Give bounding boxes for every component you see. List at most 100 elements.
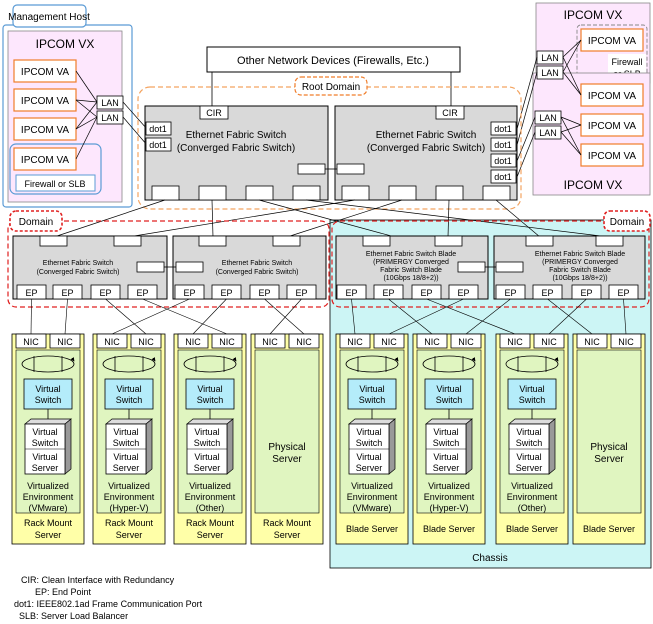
blade-server-label: Blade Server [346, 524, 398, 534]
left-va-lan-links [75, 70, 148, 160]
svg-text:IPCOM VA: IPCOM VA [21, 125, 69, 136]
virtual-server-line: Server [32, 463, 59, 473]
left-firewall-label: Firewall or SLB [24, 179, 85, 189]
ep-port: EP [373, 284, 404, 300]
virtual-server-line: Virtual [113, 427, 138, 437]
legend-dot1: dot1: IEEE802.1ad Frame Communication Po… [14, 599, 203, 609]
svg-text:IPCOM VA: IPCOM VA [588, 91, 636, 102]
ep-label: EP [220, 288, 232, 298]
blade-server-label: Blade Server [423, 524, 475, 534]
env-type-label: (VMware) [352, 503, 391, 513]
nic-label: NIC [219, 337, 235, 347]
legend-ep: EP: End Point [35, 587, 92, 597]
virtual-switch-line: Switch [359, 395, 386, 405]
ep-port: EP [448, 284, 479, 300]
nic-label: NIC [424, 337, 440, 347]
svg-text:(Converged Fabric Switch): (Converged Fabric Switch) [177, 143, 295, 154]
virtual-server-line: Server [194, 463, 221, 473]
right-va-1: IPCOM VA [580, 28, 644, 52]
core-switch-left: CIR dot1 dot1 Ethernet Fabric Switch (Co… [144, 105, 329, 201]
svg-text:LAN: LAN [541, 68, 559, 78]
rack-mount-label: Rack Mount [263, 518, 312, 528]
virtual-server-line: Switch [356, 438, 383, 448]
edge-switch-2: Ethernet Fabric Switch (Converged Fabric… [172, 235, 327, 300]
ep-nic-link [547, 298, 593, 335]
svg-text:LAN: LAN [539, 113, 557, 123]
svg-text:Fabric Switch Blade: Fabric Switch Blade [380, 267, 442, 274]
svg-text:LAN: LAN [539, 128, 557, 138]
ep-nic-link [30, 298, 32, 335]
svg-text:IPCOM VA: IPCOM VA [21, 67, 69, 78]
svg-text:Ethernet Fabric Switch: Ethernet Fabric Switch [186, 130, 287, 141]
ep-nic-link [388, 298, 433, 335]
right-lan-3: LAN [534, 110, 562, 125]
virtual-server-line: Switch [113, 438, 140, 448]
blade-server-label: Blade Server [506, 524, 558, 534]
nic-label: NIC [57, 337, 73, 347]
nic-port: NIC [288, 333, 320, 349]
ep-nic-link [111, 298, 190, 335]
nic-port: NIC [49, 333, 81, 349]
other-network-devices-label: Other Network Devices (Firewalls, Etc.) [237, 55, 429, 67]
svg-text:(10Gbps 18/8+2)): (10Gbps 18/8+2)) [383, 275, 438, 282]
nic-port: NIC [130, 333, 162, 349]
left-va-3: IPCOM VA [13, 117, 77, 141]
svg-text:(10Gbps 18/8+2)): (10Gbps 18/8+2)) [552, 275, 607, 282]
virtual-server-line: Switch [32, 438, 59, 448]
right-domain-label: Domain [610, 217, 644, 228]
virtualized-env-label: Virtualized [511, 481, 553, 491]
ep-nic-link [548, 298, 587, 335]
left-lan-1: LAN [96, 95, 124, 110]
ep-label: EP [295, 288, 307, 298]
svg-text:CIR: CIR [442, 108, 458, 118]
ep-nic-link [623, 298, 627, 335]
nic-label: NIC [23, 337, 39, 347]
virtual-server-line: Virtual [433, 427, 458, 437]
svg-text:(Converged Fabric Switch): (Converged Fabric Switch) [367, 143, 485, 154]
ep-port: EP [411, 284, 442, 300]
nic-port: NIC [416, 333, 448, 349]
nic-loop-arrow [183, 355, 237, 373]
ep-port: EP [286, 284, 317, 300]
virtual-server-line: Virtual [356, 427, 381, 437]
nic-loop-arrow [422, 355, 476, 373]
physical-server-line: Physical [590, 442, 627, 453]
svg-text:(Converged Fabric Switch): (Converged Fabric Switch) [37, 269, 120, 276]
left-va-2: IPCOM VA [13, 88, 77, 112]
left-domain-tag [9, 210, 63, 232]
blade-server-label: Blade Server [583, 524, 635, 534]
rack-mount-label: Server [116, 530, 143, 540]
nic-port: NIC [96, 333, 128, 349]
ep-port: EP [532, 284, 563, 300]
rack-mount-label: Server [35, 530, 62, 540]
virtualized-env-label: Virtualized [108, 481, 150, 491]
ep-label: EP [617, 288, 629, 298]
svg-text:LAN: LAN [541, 53, 559, 63]
environment-label: Environment [104, 492, 155, 502]
nic-port: NIC [339, 333, 371, 349]
nic-port: NIC [576, 333, 608, 349]
management-host-label: Management Host [8, 12, 90, 23]
ep-nic-link [64, 298, 68, 335]
svg-text:Ethernet Fabric Switch Blade: Ethernet Fabric Switch Blade [366, 251, 456, 258]
nic-label: NIC [347, 337, 363, 347]
svg-text:dot1: dot1 [494, 172, 512, 182]
svg-text:dot1: dot1 [149, 140, 167, 150]
virtual-server-line: Virtual [356, 452, 381, 462]
nic-port: NIC [533, 333, 565, 349]
svg-text:Fabric Switch Blade: Fabric Switch Blade [549, 267, 611, 274]
nic-label: NIC [185, 337, 201, 347]
core-switch-right: CIR dot1 dot1 dot1 dot1 Ethernet Fabric … [334, 105, 518, 201]
nic-port: NIC [610, 333, 642, 349]
environment-label: Environment [347, 492, 398, 502]
ep-label: EP [25, 288, 37, 298]
